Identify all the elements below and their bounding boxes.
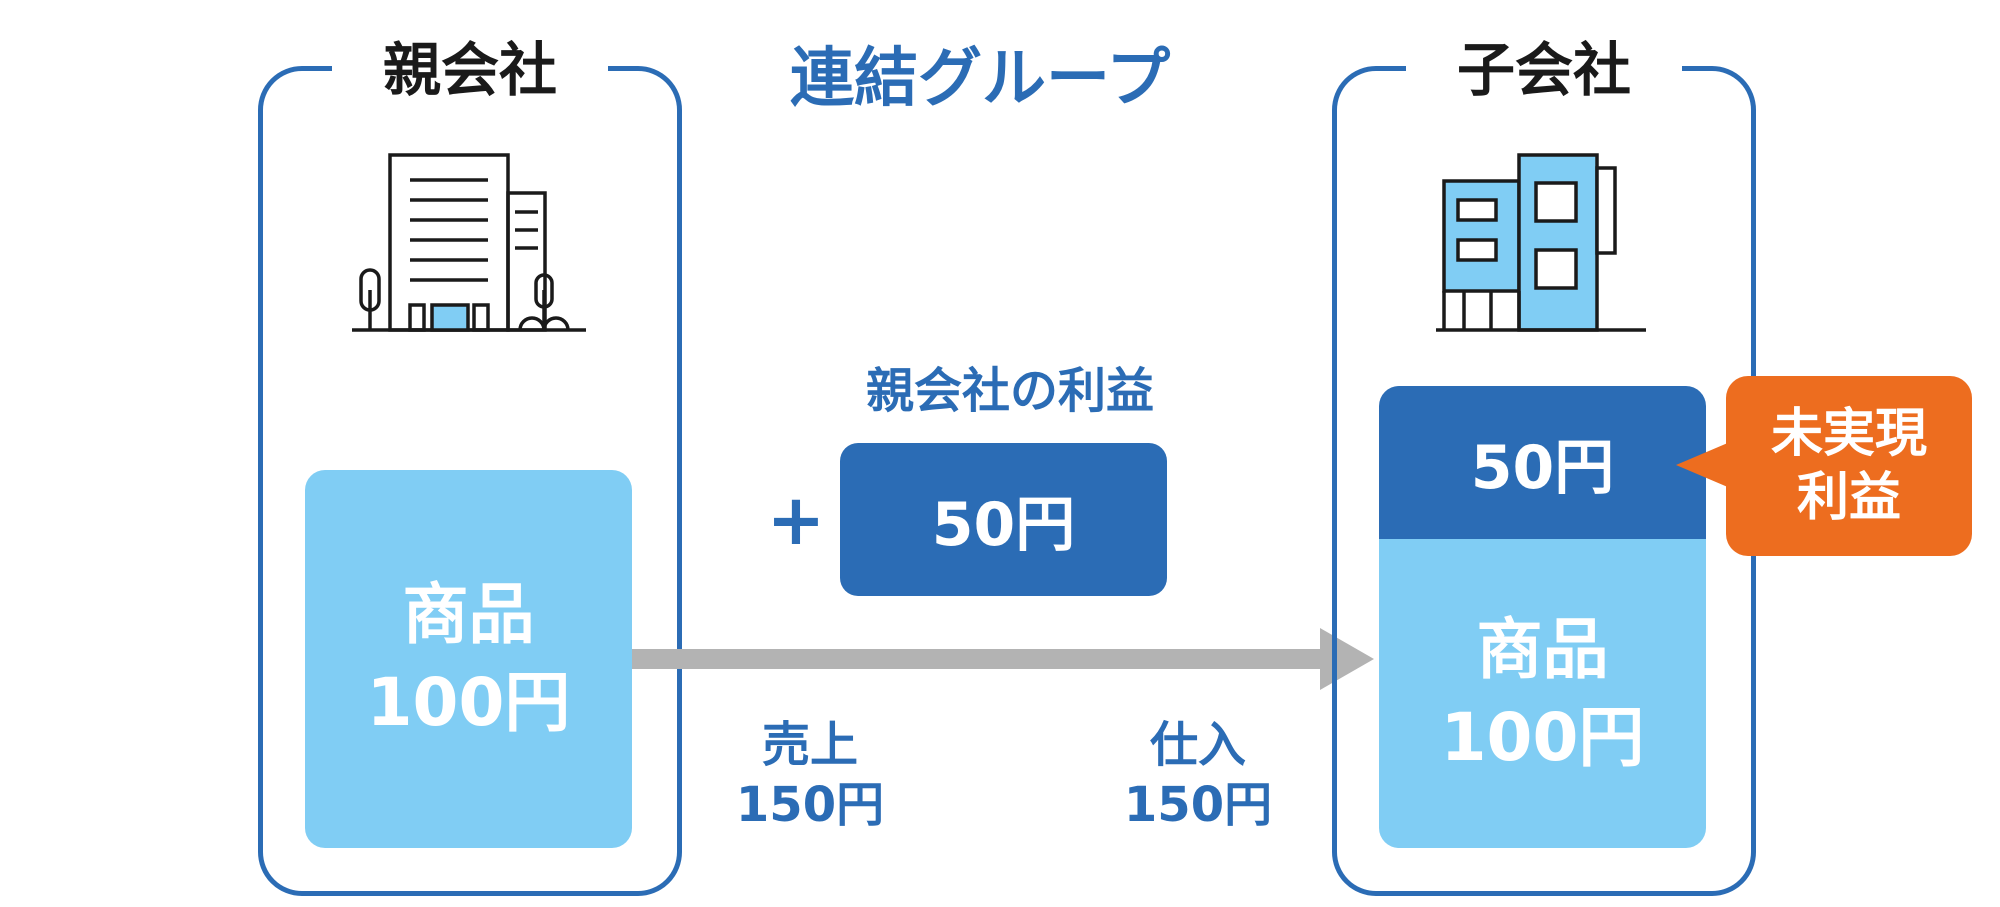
- callout-line1: 未実現: [1770, 404, 1927, 464]
- unrealized-profit-callout: 未実現 利益: [1726, 376, 1972, 556]
- parent-profit-box: 50円: [840, 443, 1167, 596]
- subsidiary-title: 子会社: [1406, 30, 1682, 110]
- sales-title: 売上: [761, 717, 858, 773]
- parent-profit-value: 50円: [931, 490, 1076, 560]
- parent-goods-value: 100円: [366, 664, 571, 741]
- group-title: 連結グループ: [790, 42, 1171, 116]
- transfer-arrow: [632, 628, 1374, 690]
- subsidiary-goods-value: 100円: [1440, 698, 1645, 776]
- parent-company-title: 親会社: [332, 30, 608, 110]
- subsidiary-profit-value: 50円: [1470, 433, 1615, 503]
- purchase-label: 仕入 150円: [1108, 715, 1288, 835]
- subsidiary-goods-box: 商品 100円: [1379, 539, 1706, 848]
- shop-building-icon: [1436, 153, 1646, 332]
- subsidiary-goods-stack: 50円 商品 100円: [1379, 386, 1706, 848]
- office-building-icon: [352, 153, 586, 332]
- subsidiary-goods-label: 商品: [1476, 610, 1609, 688]
- parent-goods-box: 商品 100円: [305, 470, 632, 848]
- parent-profit-label: 親会社の利益: [865, 363, 1154, 419]
- plus-sign: +: [766, 479, 826, 561]
- parent-goods-label: 商品: [402, 576, 535, 653]
- callout-pointer: [1676, 442, 1730, 488]
- purchase-title: 仕入: [1149, 717, 1246, 773]
- unrealized-profit-box: 50円: [1379, 386, 1706, 539]
- purchase-amount: 150円: [1123, 777, 1273, 833]
- sales-label: 売上 150円: [720, 715, 900, 835]
- sales-amount: 150円: [735, 777, 885, 833]
- callout-line2: 利益: [1796, 468, 1901, 528]
